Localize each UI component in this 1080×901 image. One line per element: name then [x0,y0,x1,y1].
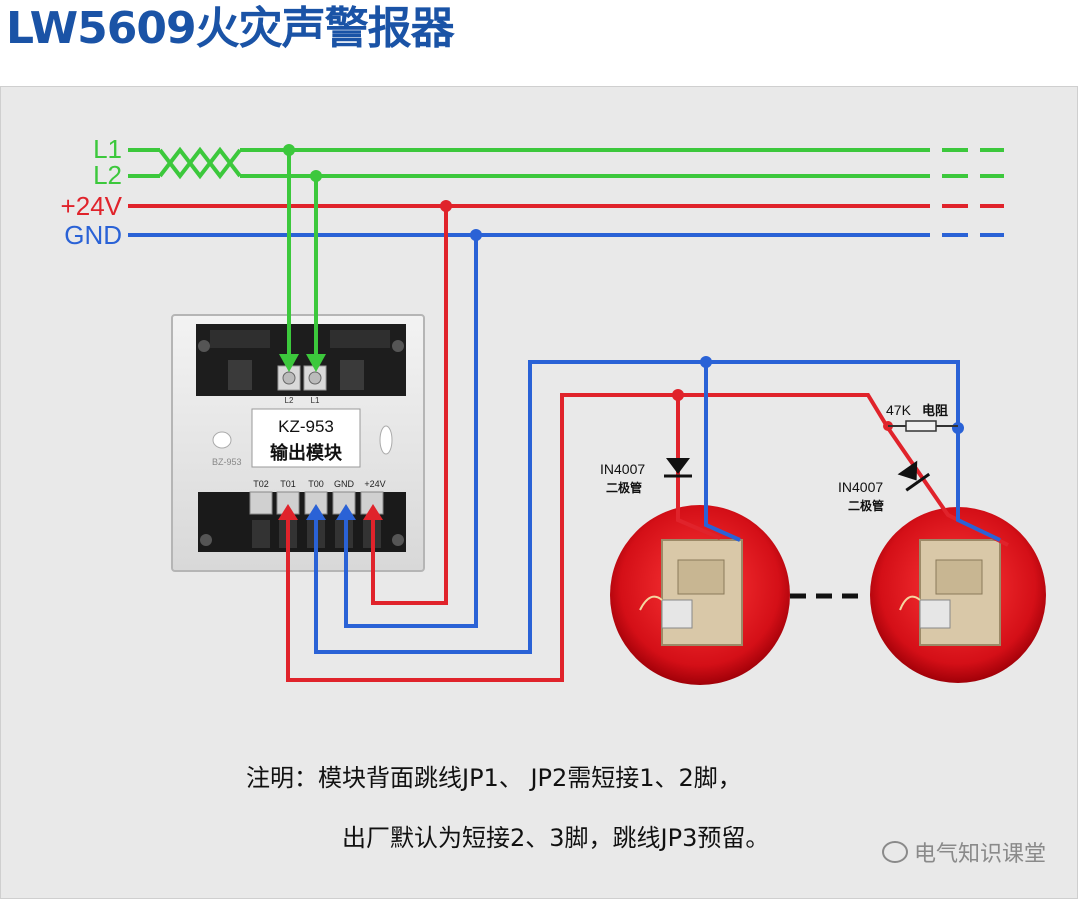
module-name: 输出模块 [270,442,343,464]
module-model: KZ-953 [278,417,334,436]
wechat-icon [881,841,908,863]
diode-1-name: 二极管 [606,480,642,495]
terminal-label: GND [334,479,355,489]
v24-label: +24V [61,191,123,221]
note-line-1: 注明：模块背面跳线JP1、 JP2需短接1、2脚， [246,764,742,792]
l-feed-wires [279,150,326,372]
resistor-value: 47K [886,402,912,418]
module-side-mark: BZ-953 [212,457,242,467]
terminal-label: T00 [308,479,324,489]
output-wires [286,206,960,682]
l1-label: L1 [93,134,122,164]
page-title: LW5609火灾声警报器 [6,3,455,54]
diode-1-icon [664,458,692,478]
terminal-label: T01 [280,479,296,489]
siren-2 [870,507,1046,683]
l2-label: L2 [93,160,122,190]
bus-lines [128,144,1004,241]
watermark-text: 电气知识课堂 [913,842,1046,867]
diode-2-name: 二极管 [848,498,884,513]
resistor-name: 电阻 [922,403,948,419]
diode-2-icon [897,460,931,492]
terminal-arrows [278,504,383,520]
watermark: 电气知识课堂 [881,836,1046,868]
terminal-label: T02 [253,479,269,489]
top-terminal-label: L2 [285,396,294,405]
terminal-label: +24V [364,479,385,489]
resistor-icon [888,420,958,432]
gnd-label: GND [64,220,122,250]
output-module: L2 L1 KZ-953 输出模块 BZ-953 T02 T01 T00 [171,314,425,572]
top-terminal-label: L1 [311,396,320,405]
siren-2-wires [886,426,1009,547]
note-line-2: 出厂默认为短接2、3脚，跳线JP3预留。 [342,824,770,852]
diode-1-model: IN4007 [600,461,645,477]
diode-2-model: IN4007 [838,479,883,495]
siren-1-wires [676,362,741,542]
siren-1 [610,505,790,685]
